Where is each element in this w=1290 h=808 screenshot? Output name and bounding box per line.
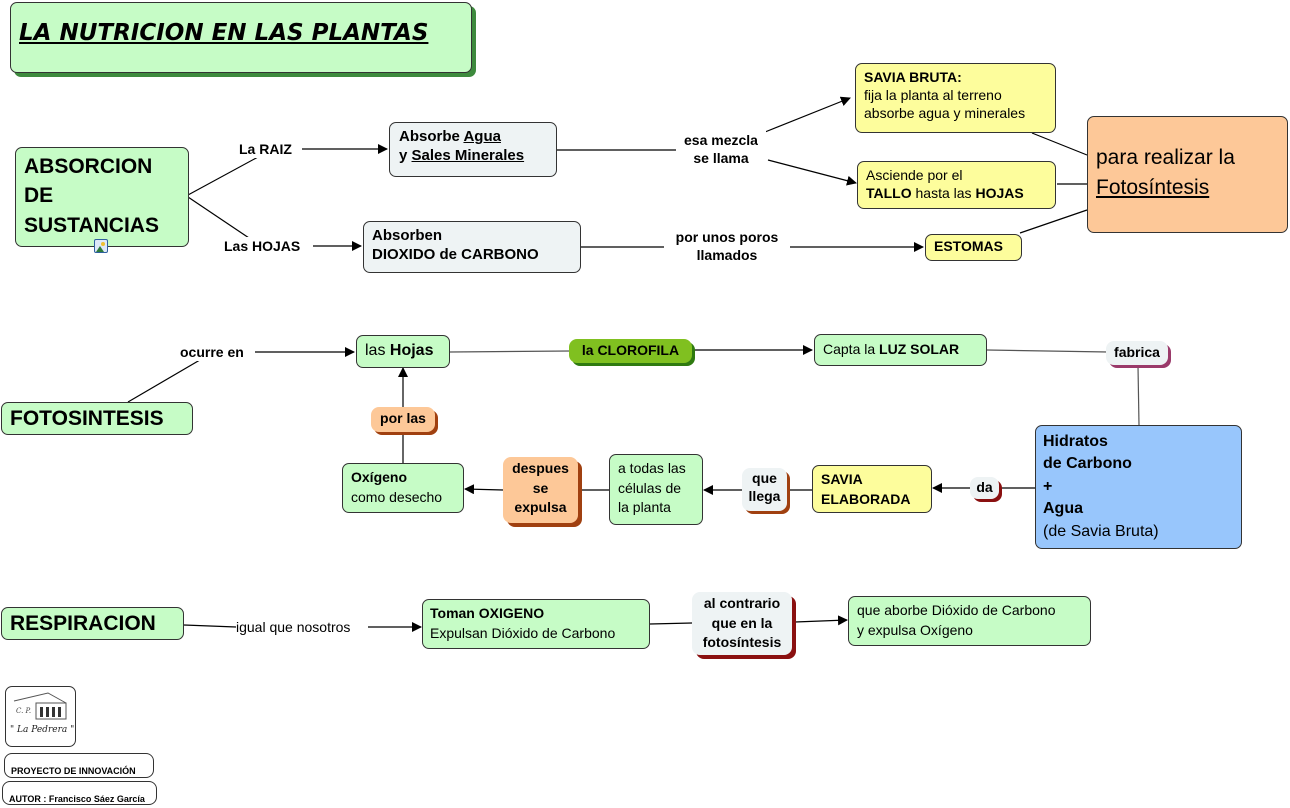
fabrica-label[interactable]: fabrica [1106, 341, 1168, 365]
logo-text-name: " La Pedrera " [10, 725, 75, 735]
por-las-label[interactable]: por las [371, 407, 435, 432]
link-capta-fabrica [986, 349, 1109, 353]
logo-text-cp: C. P. [16, 707, 32, 715]
link-resp-igual [183, 624, 237, 628]
estomas-node[interactable]: ESTOMAS [925, 234, 1022, 261]
absorcion-line-1: ABSORCION [24, 155, 153, 178]
link-foto-ocurre [127, 356, 206, 403]
link-fabrica-hidratos [1137, 365, 1140, 426]
que-llega-label[interactable]: que llega [742, 468, 787, 511]
link-hojas-clorofila [449, 350, 571, 353]
title-box[interactable]: LA NUTRICION EN LAS PLANTAS [10, 2, 472, 73]
agua-link[interactable]: Agua [463, 128, 501, 145]
link-mezcla-asciende [767, 159, 857, 186]
building-icon [13, 692, 67, 720]
absorcion-node[interactable]: ABSORCION DE SUSTANCIAS [15, 147, 189, 247]
fotosintesis-node[interactable]: FOTOSINTESIS [1, 402, 193, 435]
link-label-igual: igual que nosotros [236, 618, 351, 637]
absorcion-line-2: DE [24, 184, 54, 208]
link-label-hojas: Las HOJAS [224, 237, 301, 256]
link-mezcla-savia [764, 96, 851, 133]
celulas-planta-node[interactable]: a todas las células de la planta [609, 454, 703, 525]
respiracion-node[interactable]: RESPIRACION [1, 607, 184, 640]
realizar-fotosintesis-node[interactable]: para realizar la Fotosíntesis [1087, 116, 1288, 233]
absorcion-line-3: SUSTANCIAS [24, 213, 159, 237]
autor-box[interactable]: AUTOR : Francisco Sáez García [2, 781, 157, 805]
las-hojas-node[interactable]: las Hojas [356, 335, 450, 368]
toman-oxigeno-node[interactable]: Toman OXIGENO Expulsan Dióxido de Carbon… [422, 599, 650, 649]
link-label-raiz: La RAIZ [239, 140, 292, 159]
clorofila-label[interactable]: la CLOROFILA [569, 339, 692, 363]
da-label[interactable]: da [970, 477, 999, 499]
absorbe-agua-node[interactable]: Absorbe Agua y Sales Minerales [389, 122, 557, 177]
fotosintesis-link[interactable]: Fotosíntesis [1096, 176, 1210, 200]
image-icon[interactable] [94, 239, 108, 253]
sales-minerales-link[interactable]: Sales Minerales [411, 146, 525, 164]
link-contrario-aborbe [794, 615, 848, 626]
link-toman-contrario [649, 622, 693, 625]
link-estomas-realizar [1019, 209, 1088, 234]
proyecto-box[interactable]: PROYECTO DE INNOVACIÓN [4, 753, 154, 778]
asciende-node[interactable]: Asciende por el TALLO hasta las HOJAS [857, 161, 1056, 209]
link-savia-realizar [1031, 132, 1088, 156]
link-absorcion-hojas [187, 196, 253, 241]
hidratos-carbono-node[interactable]: Hidratos de Carbono + Agua (de Savia Bru… [1035, 425, 1242, 549]
page-title: LA NUTRICION EN LAS PLANTAS [19, 20, 429, 46]
link-absorcion-raiz [187, 156, 259, 196]
despues-expulsa-label[interactable]: despues se expulsa [503, 457, 578, 523]
al-contrario-label[interactable]: al contrario que en la fotosíntesis [692, 592, 792, 655]
link-label-ocurre-en: ocurre en [180, 343, 244, 362]
link-label-poros: por unos poros llamados [664, 228, 790, 265]
link-despues-oxigeno [464, 484, 504, 495]
capta-luz-node[interactable]: Capta la LUZ SOLAR [814, 334, 987, 366]
savia-bruta-node[interactable]: SAVIA BRUTA: fija la planta al terreno a… [855, 63, 1056, 133]
dioxido-carbono-node[interactable]: Absorben DIOXIDO de CARBONO [363, 221, 581, 273]
oxigeno-node[interactable]: Oxígeno como desecho [342, 463, 464, 513]
school-logo[interactable]: C. P. " La Pedrera " [5, 686, 76, 747]
link-label-mezcla: esa mezcla se llama [676, 131, 766, 168]
savia-elaborada-node[interactable]: SAVIA ELABORADA [812, 465, 932, 513]
aborbe-dioxido-node[interactable]: que aborbe Dióxido de Carbono y expulsa … [848, 596, 1091, 646]
